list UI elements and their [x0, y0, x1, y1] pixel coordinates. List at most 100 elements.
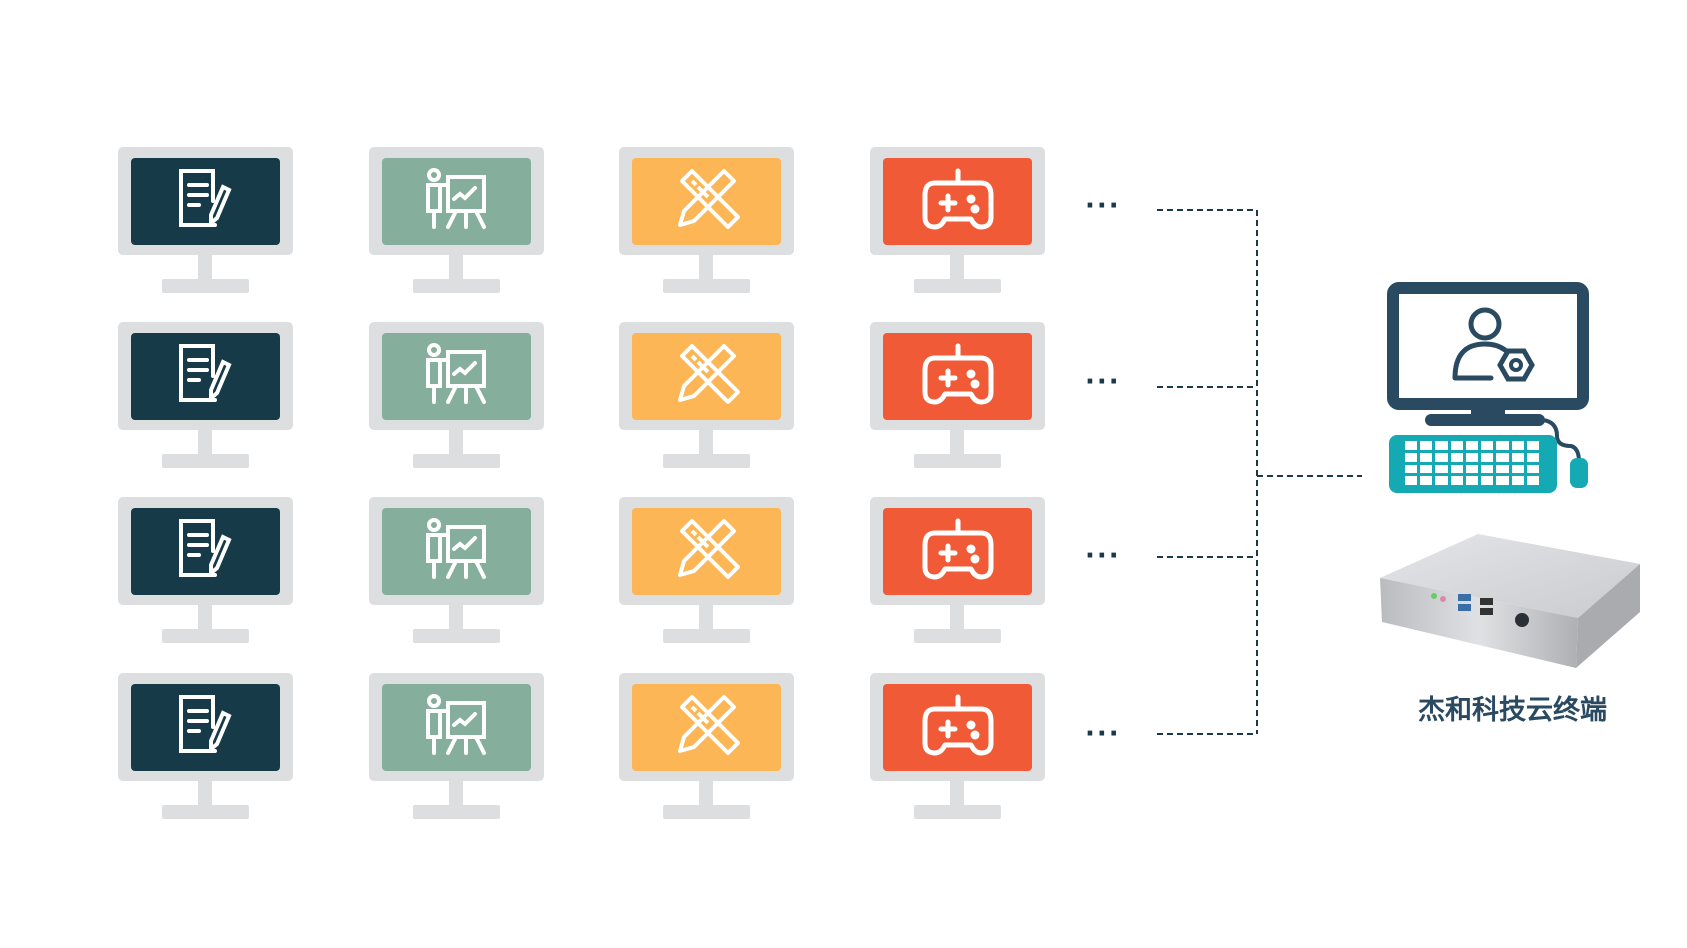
monitor-base: [914, 454, 1001, 468]
desktop-monitor-game: [870, 673, 1045, 819]
monitor-base: [413, 805, 500, 819]
key: [1511, 452, 1524, 462]
desktop-monitor-document-edit: [118, 322, 293, 468]
ellipsis: ···: [1085, 367, 1121, 397]
monitor-base: [162, 629, 249, 643]
key: [1481, 476, 1494, 485]
monitor-base: [663, 629, 750, 643]
key: [1465, 452, 1479, 462]
key: [1435, 452, 1448, 462]
monitor-neck: [699, 430, 713, 458]
monitor-screen: [382, 508, 531, 595]
key: [1496, 464, 1509, 474]
key: [1481, 452, 1494, 462]
key: [1450, 441, 1463, 450]
key: [1420, 452, 1433, 462]
monitor-frame: [619, 673, 794, 781]
key: [1526, 464, 1539, 474]
monitor-frame: [619, 147, 794, 255]
key: [1405, 441, 1418, 450]
document-pencil-icon: [171, 165, 241, 239]
key: [1526, 441, 1539, 450]
monitor-screen: [131, 333, 280, 420]
monitor-neck: [449, 781, 463, 809]
monitor-frame: [870, 497, 1045, 605]
key: [1465, 464, 1479, 474]
monitor-neck: [449, 430, 463, 458]
key: [1420, 476, 1433, 485]
key: [1435, 464, 1448, 474]
user-gear-icon: [1452, 307, 1535, 382]
desktop-monitor-game: [870, 147, 1045, 293]
monitor-neck: [950, 605, 964, 633]
key: [1511, 476, 1524, 485]
key: [1420, 441, 1433, 450]
key: [1511, 441, 1524, 450]
monitor-frame: [118, 497, 293, 605]
monitor-frame: [870, 673, 1045, 781]
monitor-base: [663, 805, 750, 819]
key: [1496, 452, 1509, 462]
key: [1511, 464, 1524, 474]
monitor-frame: [369, 147, 544, 255]
monitor-screen: [131, 508, 280, 595]
monitor-base: [413, 454, 500, 468]
monitor-frame: [619, 497, 794, 605]
monitor-base: [914, 805, 1001, 819]
document-pencil-icon: [171, 691, 241, 765]
monitor-screen: [632, 333, 781, 420]
ellipsis: ···: [1085, 541, 1121, 571]
monitor-neck: [950, 430, 964, 458]
ruler-pencil-icon: [672, 691, 742, 765]
key: [1526, 452, 1539, 462]
monitor-neck: [449, 605, 463, 633]
ellipsis: ···: [1085, 191, 1121, 221]
monitor-neck: [699, 255, 713, 283]
desktop-monitor-game: [870, 497, 1045, 643]
desktop-monitor-game: [870, 322, 1045, 468]
gamepad-icon: [921, 691, 995, 765]
ellipsis: ···: [1085, 719, 1121, 749]
ruler-pencil-icon: [672, 165, 742, 239]
desktop-monitor-presentation: [369, 147, 544, 293]
desktop-monitor-document-edit: [118, 497, 293, 643]
monitor-screen: [632, 684, 781, 771]
key: [1405, 464, 1418, 474]
monitor-neck: [198, 781, 212, 809]
key: [1450, 464, 1463, 474]
monitor-base: [914, 279, 1001, 293]
desktop-monitor-design: [619, 497, 794, 643]
key: [1450, 452, 1463, 462]
gamepad-icon: [921, 340, 995, 414]
monitor-neck: [198, 605, 212, 633]
presenter-chart-icon: [422, 165, 492, 239]
desktop-monitor-document-edit: [118, 673, 293, 819]
monitor-base: [663, 279, 750, 293]
desktop-monitor-presentation: [369, 673, 544, 819]
monitor-frame: [369, 322, 544, 430]
key: [1405, 476, 1418, 485]
key: [1465, 476, 1479, 485]
terminal-label: 杰和科技云终端: [1418, 695, 1607, 726]
monitor-neck: [198, 255, 212, 283]
desktop-monitor-design: [619, 322, 794, 468]
key: [1481, 464, 1494, 474]
monitor-neck: [449, 255, 463, 283]
key: [1435, 476, 1448, 485]
monitor-frame: [369, 673, 544, 781]
key: [1405, 452, 1418, 462]
monitor-frame: [118, 322, 293, 430]
document-pencil-icon: [171, 515, 241, 589]
monitor-screen: [382, 333, 531, 420]
monitor-base: [162, 279, 249, 293]
presenter-chart-icon: [422, 340, 492, 414]
monitor-screen: [131, 158, 280, 245]
monitor-base: [663, 454, 750, 468]
cloud-terminal-device: [1380, 534, 1640, 668]
desktop-monitor-design: [619, 673, 794, 819]
desktop-monitor-presentation: [369, 497, 544, 643]
monitor-base: [413, 629, 500, 643]
monitor-screen: [883, 684, 1032, 771]
key: [1450, 476, 1463, 485]
